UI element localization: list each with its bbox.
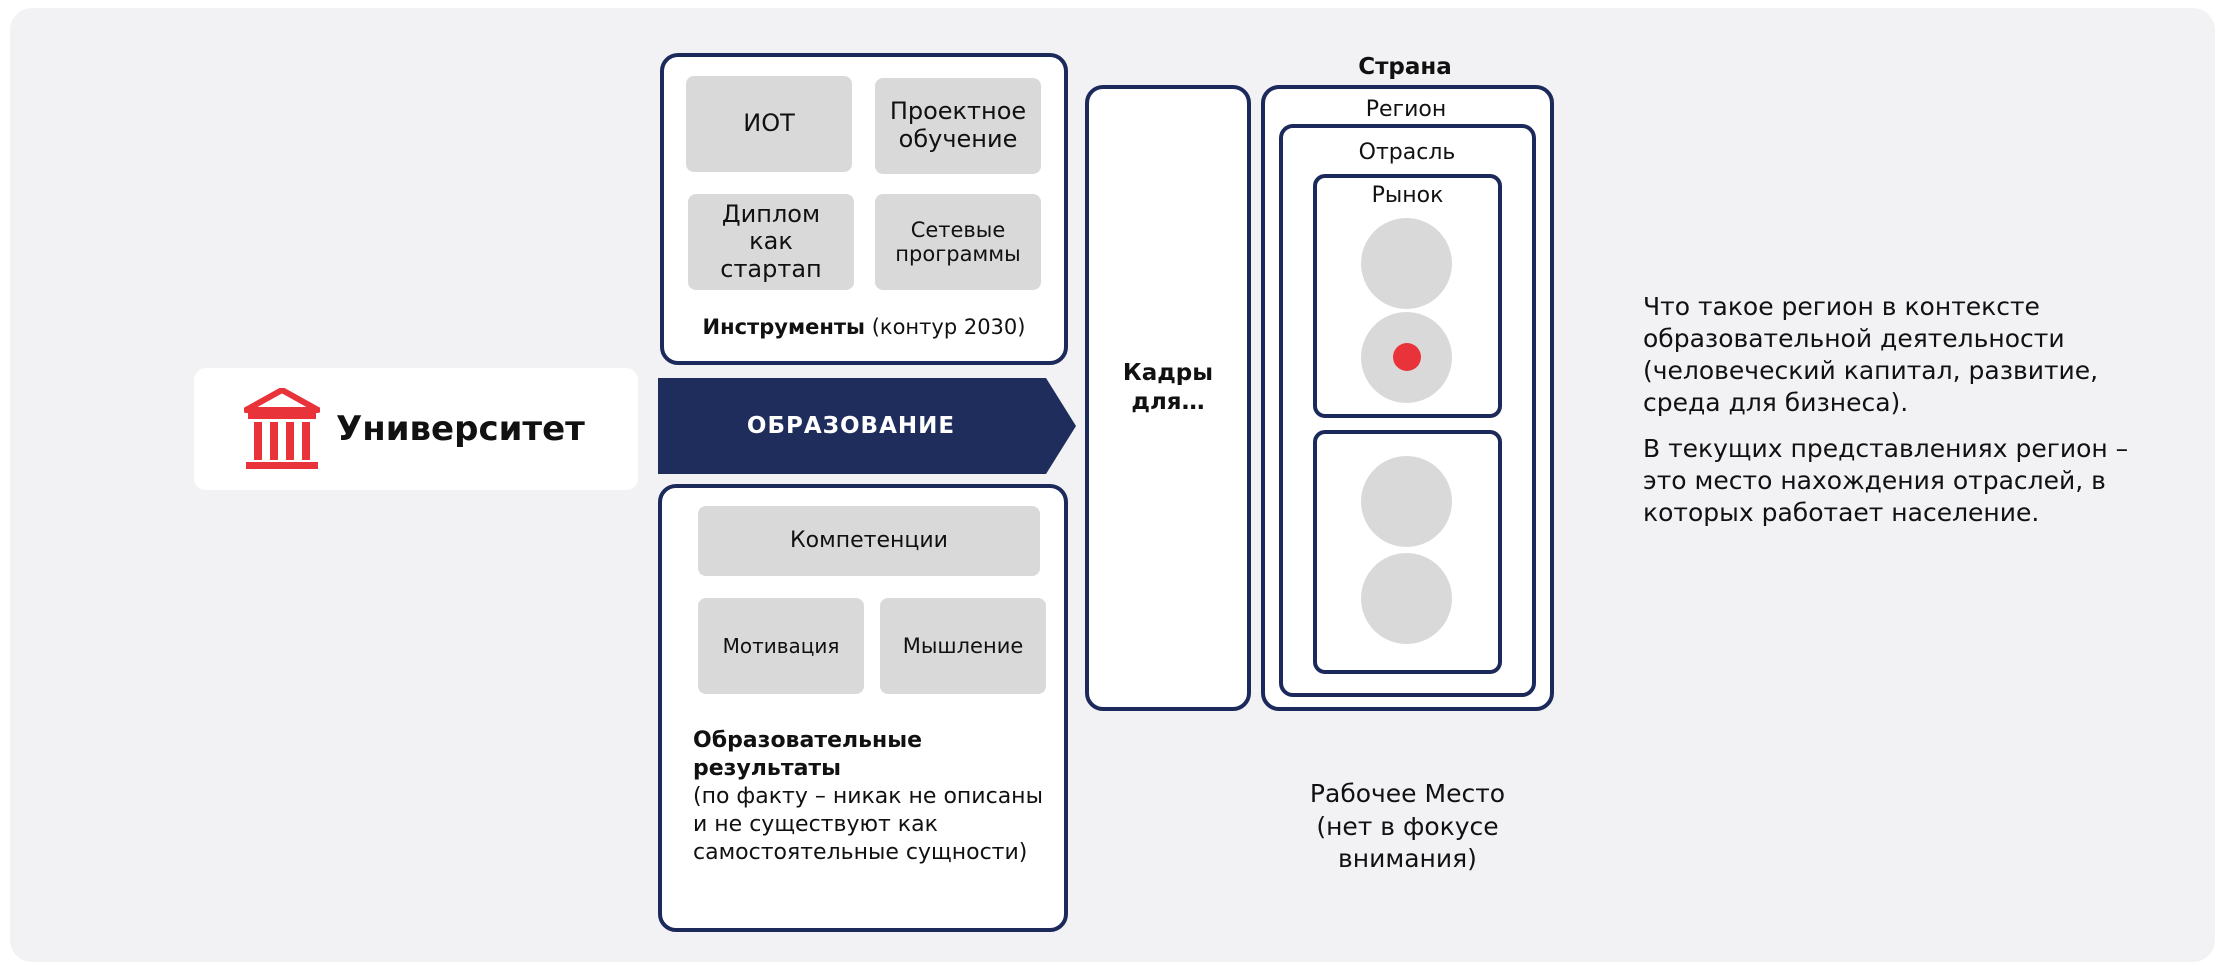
industry-label: Отрасль — [1358, 139, 1456, 165]
side-text-paragraph-1: Что такое регион в контексте образовател… — [1643, 292, 2099, 417]
results-note: (по факту – никак не описаны и не сущест… — [693, 783, 1043, 865]
market-2-circle — [1361, 553, 1452, 644]
tools-caption-rest: (контур 2030) — [865, 315, 1026, 339]
side-text-paragraph-2: В текущих представлениях регион – это ме… — [1643, 434, 2129, 527]
tools-caption: Инструменты (контур 2030) — [664, 310, 1064, 344]
result-thinking: Мышление — [880, 598, 1046, 694]
results-caption: Образовательные результаты (по факту – н… — [693, 727, 1048, 867]
market-2-circle — [1361, 456, 1452, 547]
result-competencies: Компетенции — [698, 506, 1040, 576]
university-card: Университет — [194, 368, 638, 490]
education-label: ОБРАЗОВАНИЕ — [746, 413, 956, 439]
tools-caption-bold: Инструменты — [702, 315, 866, 339]
tool-project-learning: Проектное обучение — [875, 78, 1041, 174]
staff-box: Кадры для… — [1085, 85, 1251, 711]
result-motivation: Мотивация — [698, 598, 864, 694]
staff-label: Кадры для… — [1122, 360, 1214, 415]
side-text: Что такое регион в контексте образовател… — [1643, 291, 2153, 529]
country-label: Страна — [1358, 54, 1452, 80]
university-label: Университет — [336, 409, 585, 449]
tool-diploma-startup: Диплом как стартап — [688, 194, 854, 290]
market-label: Рынок — [1371, 182, 1444, 208]
tool-network-programs: Сетевые программы — [875, 194, 1041, 290]
workplace-label: Рабочее Место (нет в фокусе внимания) — [1309, 779, 1506, 873]
results-title: Образовательные результаты — [693, 728, 923, 781]
market-circle — [1361, 218, 1452, 309]
education-arrow: ОБРАЗОВАНИЕ — [658, 378, 1076, 474]
university-building-icon — [243, 387, 321, 470]
region-label: Регион — [1365, 96, 1447, 122]
tool-iot: ИОТ — [686, 76, 852, 172]
red-dot-marker — [1393, 343, 1421, 371]
